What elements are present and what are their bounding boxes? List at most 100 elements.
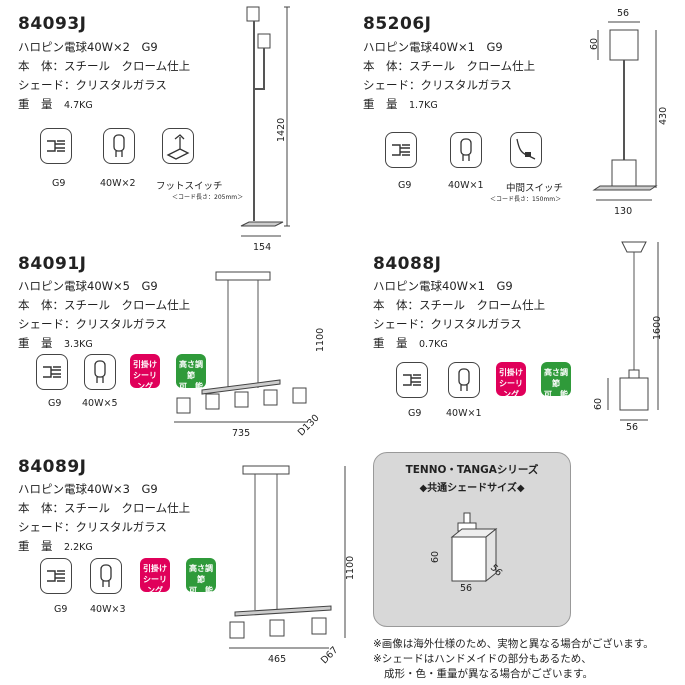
spec-list: ハロピン電球40W×2 G9 本 体：スチール クローム仕上 シェード：クリスタ…	[18, 38, 190, 115]
series-subtitle: ◆共通シェードサイズ◆	[419, 483, 525, 494]
spec-bulb: ハロピン電球40W×1 G9	[363, 40, 503, 54]
spec-list: ハロピン電球40W×3 G9 本 体：スチール クローム仕上 シェード：クリスタ…	[18, 480, 190, 557]
dim-shade-width: 56	[626, 422, 639, 433]
g9-socket-icon	[385, 132, 417, 168]
badge-line: 可 能	[544, 390, 568, 399]
icon-label-g9: G9	[48, 398, 62, 409]
icon-label-switch: 中間スイッチ	[506, 183, 564, 194]
badge-line: シーリング	[143, 575, 167, 595]
spec-weight: 1.7KG	[409, 100, 438, 111]
bulb-icon	[450, 132, 482, 168]
note-line-1: ※画像は海外仕様のため、実物と異なる場合がございます。	[373, 638, 654, 650]
inline-switch-icon	[510, 132, 542, 168]
model-number: 85206J	[363, 14, 432, 34]
spec-weight-label: 重 量	[18, 539, 53, 553]
bulb-icon	[84, 354, 116, 390]
dim-height: 430	[658, 106, 669, 125]
badge-line: シーリング	[133, 371, 157, 391]
spec-weight-label: 重 量	[18, 336, 53, 350]
series-title: TENNO・TANGAシリーズ	[405, 464, 539, 476]
shade-cube-drawing	[450, 512, 498, 583]
icon-label-wattage: 40W×2	[100, 178, 136, 189]
badge-line: シーリング	[499, 379, 523, 399]
dim-width: 735	[232, 428, 251, 439]
ceiling-hook-badge: 引掛けシーリング	[140, 558, 170, 595]
dim-height: 1600	[652, 315, 663, 340]
model-number: 84089J	[18, 457, 87, 477]
badge-line: 高さ調節	[189, 564, 213, 584]
g9-socket-icon	[40, 128, 72, 164]
g9-socket-icon	[36, 354, 68, 390]
dim-height: 1420	[276, 117, 287, 142]
badge-line: 高さ調節	[179, 360, 203, 380]
icon-label-wattage: 40W×1	[446, 408, 482, 419]
g9-socket-icon	[40, 558, 72, 594]
model-number: 84091J	[18, 254, 87, 274]
spec-shade: シェード：クリスタルガラス	[373, 317, 522, 331]
spec-weight: 2.2KG	[64, 542, 93, 553]
ceiling-hook-badge: 引掛けシーリング	[496, 362, 526, 399]
bulb-icon	[103, 128, 135, 164]
icon-label-g9: G9	[54, 604, 68, 615]
spec-bulb: ハロピン電球40W×1 G9	[373, 279, 513, 293]
icon-label-g9: G9	[398, 180, 412, 191]
height-adjustable-badge: 高さ調節可 能	[176, 354, 206, 391]
spec-weight: 4.7KG	[64, 100, 93, 111]
spec-list: ハロピン電球40W×1 G9 本 体：スチール クローム仕上 シェード：クリスタ…	[373, 277, 545, 354]
g9-socket-icon	[396, 362, 428, 398]
spec-shade: シェード：クリスタルガラス	[363, 78, 512, 92]
bulb-icon	[90, 558, 122, 594]
spec-bulb: ハロピン電球40W×5 G9	[18, 279, 158, 293]
ceiling-hook-badge: 引掛けシーリング	[130, 354, 160, 391]
note-line-2: ※シェードはハンドメイドの部分もあるため、	[373, 653, 592, 665]
spec-body: 本 体：スチール クローム仕上	[18, 298, 191, 312]
floor-lamp-drawing	[240, 6, 290, 237]
spec-bulb: ハロピン電球40W×2 G9	[18, 40, 158, 54]
spec-weight: 3.3KG	[64, 339, 93, 350]
dim-height: 1100	[345, 555, 356, 580]
badge-line: 引掛け	[499, 368, 523, 377]
spec-shade: シェード：クリスタルガラス	[18, 520, 167, 534]
spec-body: 本 体：スチール クローム仕上	[18, 59, 191, 73]
spec-weight-label: 重 量	[18, 97, 53, 111]
foot-switch-icon	[162, 128, 194, 164]
icon-label-wattage: 40W×5	[82, 398, 118, 409]
spec-body: 本 体：スチール クローム仕上	[18, 501, 191, 515]
spec-bulb: ハロピン電球40W×3 G9	[18, 482, 158, 496]
dim-shade-width: 56	[460, 583, 473, 594]
spec-list: ハロピン電球40W×5 G9 本 体：スチール クローム仕上 シェード：クリスタ…	[18, 277, 190, 354]
height-adjustable-badge: 高さ調節可 能	[186, 558, 216, 595]
note-line-3: 成形・色・重量が異なる場合がございます。	[384, 668, 593, 680]
icon-label-g9: G9	[408, 408, 422, 419]
dim-base: 154	[253, 242, 272, 253]
badge-line: 可 能	[189, 586, 213, 595]
dim-shade-width: 56	[617, 8, 630, 19]
icon-label-g9: G9	[52, 178, 66, 189]
badge-line: 引掛け	[143, 564, 167, 573]
model-number: 84093J	[18, 14, 87, 34]
dim-shade-height: 60	[589, 37, 600, 50]
common-shade-size-panel: TENNO・TANGAシリーズ ◆共通シェードサイズ◆ 60 56 56	[373, 452, 571, 627]
icon-label-wattage: 40W×1	[448, 180, 484, 191]
dim-shade-height: 60	[430, 550, 441, 563]
dim-shade-height: 60	[593, 397, 604, 410]
badge-line: 高さ調節	[544, 368, 568, 388]
spec-body: 本 体：スチール クローム仕上	[373, 298, 546, 312]
icon-label-switch: フットスイッチ	[156, 181, 223, 192]
bulb-icon	[448, 362, 480, 398]
pendant-bar-3-drawing	[229, 465, 346, 649]
spec-weight: 0.7KG	[419, 339, 448, 350]
spec-body: 本 体：スチール クローム仕上	[363, 59, 536, 73]
pendant-bar-5-drawing	[174, 271, 308, 423]
spec-list: ハロピン電球40W×1 G9 本 体：スチール クローム仕上 シェード：クリスタ…	[363, 38, 535, 115]
dim-width: 465	[268, 654, 287, 665]
single-pendant-drawing	[607, 241, 659, 421]
dim-base: 130	[614, 206, 633, 217]
spec-shade: シェード：クリスタルガラス	[18, 78, 167, 92]
badge-line: 可 能	[179, 382, 203, 391]
dim-height: 1100	[315, 327, 326, 352]
cord-length-note: ＜コード長さ：150mm＞	[490, 196, 562, 203]
model-number: 84088J	[373, 254, 442, 274]
spec-shade: シェード：クリスタルガラス	[18, 317, 167, 331]
badge-line: 引掛け	[133, 360, 157, 369]
